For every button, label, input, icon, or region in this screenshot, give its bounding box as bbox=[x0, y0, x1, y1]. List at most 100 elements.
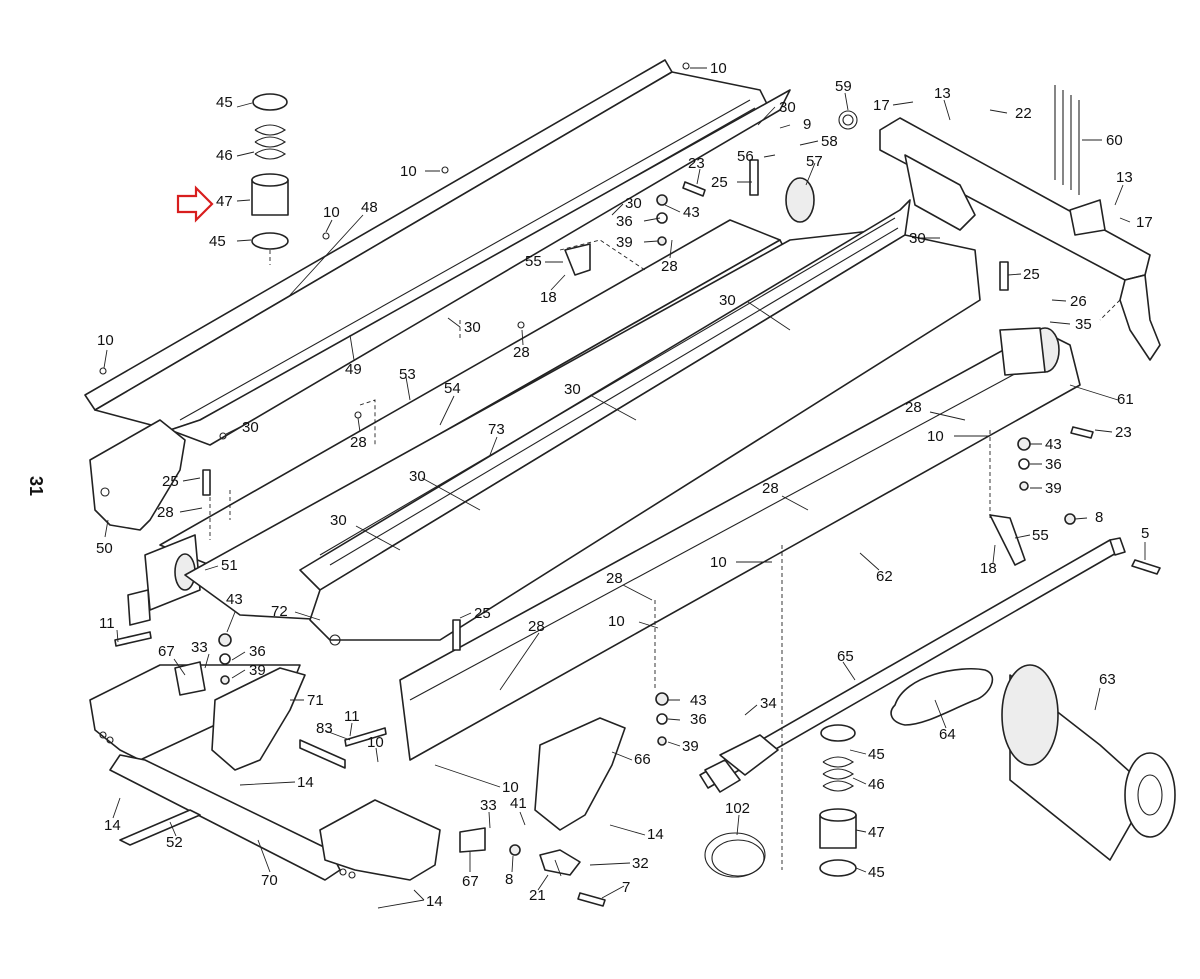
callout-62: 62 bbox=[876, 568, 893, 585]
callout-23: 23 bbox=[688, 155, 705, 172]
callout-10: 10 bbox=[710, 60, 727, 77]
callout-83: 83 bbox=[316, 720, 333, 737]
callout-56: 56 bbox=[737, 148, 754, 165]
callout-8: 8 bbox=[505, 871, 513, 888]
callout-54: 54 bbox=[444, 380, 461, 397]
callout-52: 52 bbox=[166, 834, 183, 851]
callout-25: 25 bbox=[474, 605, 491, 622]
callout-47: 47 bbox=[868, 824, 885, 841]
callout-45: 45 bbox=[868, 864, 885, 881]
callout-28: 28 bbox=[513, 344, 530, 361]
callout-55: 55 bbox=[525, 253, 542, 270]
callout-30: 30 bbox=[330, 512, 347, 529]
callout-30: 30 bbox=[464, 319, 481, 336]
callout-8: 8 bbox=[1095, 509, 1103, 526]
callout-67: 67 bbox=[462, 873, 479, 890]
callout-45: 45 bbox=[868, 746, 885, 763]
callout-18: 18 bbox=[980, 560, 997, 577]
base-pad bbox=[119, 809, 201, 846]
callout-10: 10 bbox=[710, 554, 727, 571]
callout-36: 36 bbox=[690, 711, 707, 728]
callout-39: 39 bbox=[1045, 480, 1062, 497]
callout-28: 28 bbox=[350, 434, 367, 451]
callout-32: 32 bbox=[632, 855, 649, 872]
callout-30: 30 bbox=[409, 468, 426, 485]
wire-ties bbox=[1054, 85, 1080, 195]
callout-35: 35 bbox=[1075, 316, 1092, 333]
callout-45: 45 bbox=[209, 233, 226, 250]
callout-13: 13 bbox=[934, 85, 951, 102]
highlight-arrow bbox=[176, 185, 214, 223]
callout-28: 28 bbox=[661, 258, 678, 275]
left-end-cap bbox=[89, 419, 186, 531]
callout-30: 30 bbox=[909, 230, 926, 247]
callout-28: 28 bbox=[157, 504, 174, 521]
callout-7: 7 bbox=[622, 879, 630, 896]
drive-pulley bbox=[785, 177, 815, 223]
callout-49: 49 bbox=[345, 361, 362, 378]
callout-63: 63 bbox=[1099, 671, 1116, 688]
callout-39: 39 bbox=[682, 738, 699, 755]
callout-17: 17 bbox=[1136, 214, 1153, 231]
left-side-rail bbox=[84, 59, 791, 446]
callout-10: 10 bbox=[323, 204, 340, 221]
callout-25: 25 bbox=[1023, 266, 1040, 283]
callout-73: 73 bbox=[488, 421, 505, 438]
callout-60: 60 bbox=[1106, 132, 1123, 149]
callout-33: 33 bbox=[480, 797, 497, 814]
callout-14: 14 bbox=[104, 817, 121, 834]
callout-10: 10 bbox=[97, 332, 114, 349]
callout-9: 9 bbox=[803, 116, 811, 133]
callout-46: 46 bbox=[216, 147, 233, 164]
callout-28: 28 bbox=[905, 399, 922, 416]
spring-assembly-lower bbox=[819, 724, 857, 877]
callout-39: 39 bbox=[249, 662, 266, 679]
callout-65: 65 bbox=[837, 648, 854, 665]
callout-25: 25 bbox=[162, 473, 179, 490]
callout-14: 14 bbox=[647, 826, 664, 843]
callout-57: 57 bbox=[806, 153, 823, 170]
spring-assembly-upper bbox=[251, 93, 289, 250]
callout-46: 46 bbox=[868, 776, 885, 793]
callout-72: 72 bbox=[271, 603, 288, 620]
callout-11: 11 bbox=[99, 615, 115, 632]
drive-belt bbox=[890, 667, 994, 726]
callout-14: 14 bbox=[426, 893, 443, 910]
callout-10: 10 bbox=[502, 779, 519, 796]
callout-labels: 4546474510481010493028535410302825285051… bbox=[96, 60, 1153, 910]
wire-harness bbox=[704, 832, 766, 878]
callout-25: 25 bbox=[711, 174, 728, 191]
page-number: 31 bbox=[26, 476, 46, 496]
callout-36: 36 bbox=[1045, 456, 1062, 473]
callout-26: 26 bbox=[1070, 293, 1087, 310]
callout-22: 22 bbox=[1015, 105, 1032, 122]
callout-51: 51 bbox=[221, 557, 238, 574]
callout-41: 41 bbox=[510, 795, 527, 812]
callout-21: 21 bbox=[529, 887, 546, 904]
callout-17: 17 bbox=[873, 97, 890, 114]
callout-30: 30 bbox=[625, 195, 642, 212]
callout-43: 43 bbox=[226, 591, 243, 608]
callout-11: 11 bbox=[344, 708, 360, 725]
callout-36: 36 bbox=[616, 213, 633, 230]
callout-50: 50 bbox=[96, 540, 113, 557]
callout-5: 5 bbox=[1141, 525, 1149, 542]
callout-66: 66 bbox=[634, 751, 651, 768]
callout-67: 67 bbox=[158, 643, 175, 660]
callout-10: 10 bbox=[400, 163, 417, 180]
callout-71: 71 bbox=[307, 692, 324, 709]
callout-48: 48 bbox=[361, 199, 378, 216]
callout-43: 43 bbox=[1045, 436, 1062, 453]
callout-61: 61 bbox=[1117, 391, 1134, 408]
callout-59: 59 bbox=[835, 78, 852, 95]
callout-13: 13 bbox=[1116, 169, 1133, 186]
callout-33: 33 bbox=[191, 639, 208, 656]
leader-lines bbox=[103, 67, 1146, 909]
callout-30: 30 bbox=[779, 99, 796, 116]
pivot-axle bbox=[1109, 537, 1161, 575]
callout-30: 30 bbox=[719, 292, 736, 309]
callout-10: 10 bbox=[367, 734, 384, 751]
callout-43: 43 bbox=[690, 692, 707, 709]
callout-10: 10 bbox=[608, 613, 625, 630]
